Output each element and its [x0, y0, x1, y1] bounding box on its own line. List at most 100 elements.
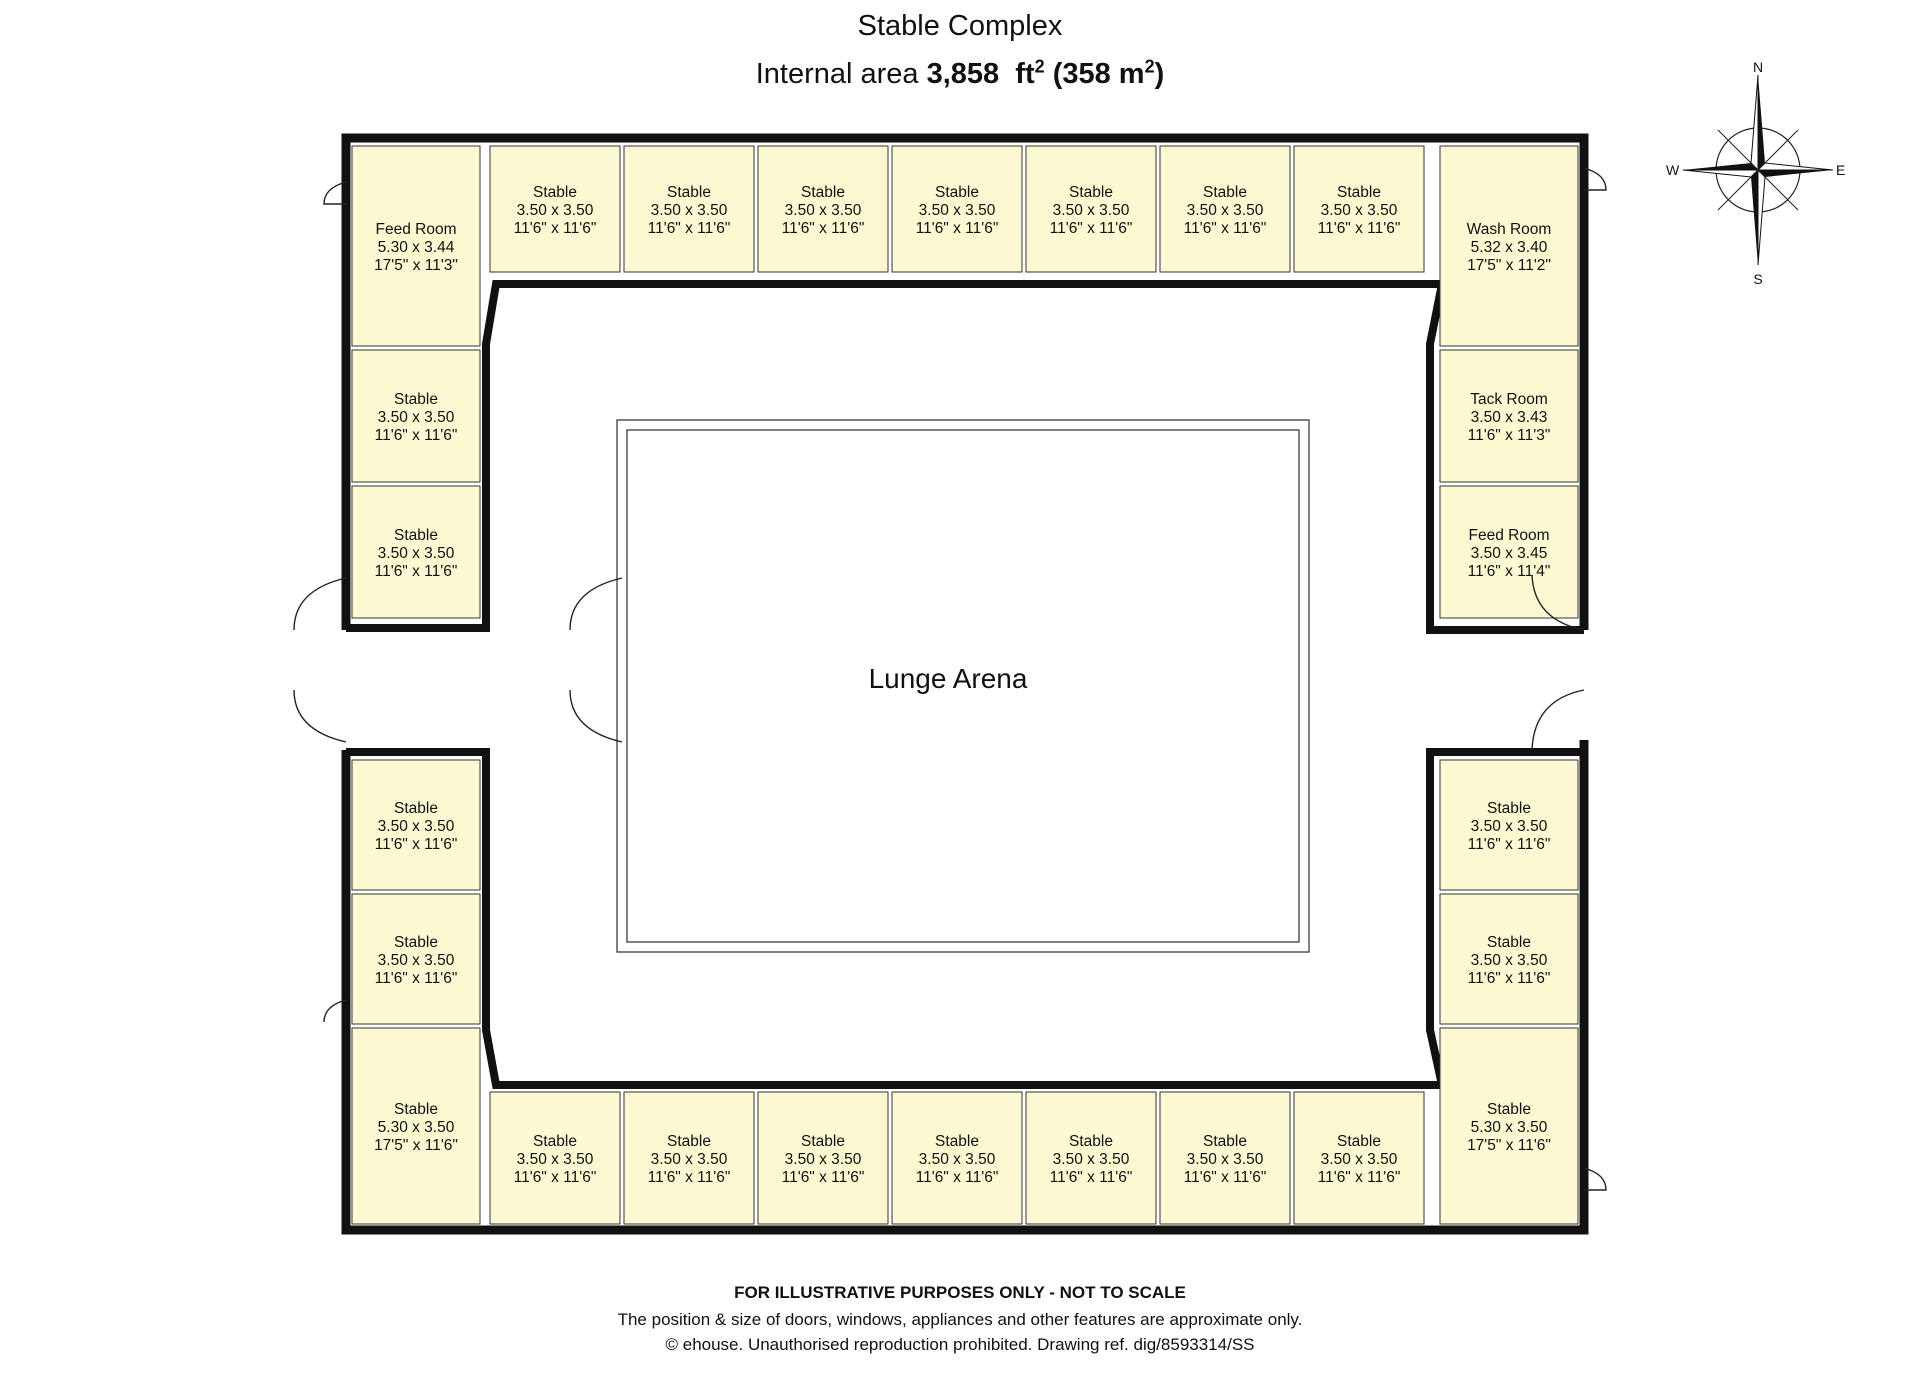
room-imperial: 11'6" x 11'6"	[375, 970, 458, 987]
room-name: Stable	[394, 800, 438, 817]
room-metric: 3.50 x 3.50	[378, 952, 455, 969]
room-metric: 5.30 x 3.50	[378, 1119, 455, 1136]
room-metric: 3.50 x 3.43	[1471, 409, 1548, 426]
room-name: Stable	[935, 1133, 979, 1150]
room-metric: 3.50 x 3.50	[1321, 202, 1398, 219]
room-metric: 3.50 x 3.50	[785, 1151, 862, 1168]
room-name: Stable	[1203, 184, 1247, 201]
room-metric: 3.50 x 3.50	[785, 202, 862, 219]
room-imperial: 11'6" x 11'6"	[648, 1169, 731, 1186]
sup-m: 2	[1144, 56, 1155, 77]
compass-s: S	[1753, 271, 1762, 287]
room-name: Stable	[1337, 184, 1381, 201]
room-area	[351, 1027, 481, 1225]
arena-label: Lunge Arena	[869, 663, 1028, 694]
room-name: Stable	[533, 1133, 577, 1150]
room-metric: 3.50 x 3.50	[378, 818, 455, 835]
room-area	[1439, 759, 1579, 891]
room-name: Wash Room	[1467, 221, 1552, 238]
building-walls	[341, 133, 1589, 1235]
room-imperial: 11'6" x 11'3"	[1468, 427, 1551, 444]
compass-n: N	[1753, 59, 1763, 75]
room-name: Stable	[1337, 1133, 1381, 1150]
room-name: Tack Room	[1470, 391, 1548, 408]
room-imperial: 11'6" x 11'6"	[782, 1169, 865, 1186]
room-area	[1159, 145, 1291, 273]
internal-area: Internal area 3,858 ft2 (358 m2)	[0, 56, 1920, 91]
room-name: Stable	[394, 527, 438, 544]
room-metric: 3.50 x 3.50	[1187, 202, 1264, 219]
room-metric: 3.50 x 3.45	[1471, 545, 1548, 562]
room-metric: 3.50 x 3.50	[919, 202, 996, 219]
room-name: Stable	[1069, 184, 1113, 201]
room-imperial: 11'6" x 11'6"	[1318, 1169, 1401, 1186]
room-area	[1025, 145, 1157, 273]
room-imperial: 11'6" x 11'6"	[1468, 836, 1551, 853]
room-area	[1439, 145, 1579, 347]
room-area	[623, 1091, 755, 1225]
room-metric: 5.30 x 3.50	[1471, 1119, 1548, 1136]
room-area	[1159, 1091, 1291, 1225]
unit-ft: ft	[1015, 58, 1035, 90]
room-metric: 3.50 x 3.50	[1053, 202, 1130, 219]
room-area	[351, 145, 481, 347]
room-metric: 3.50 x 3.50	[378, 409, 455, 426]
room-imperial: 11'6" x 11'6"	[916, 1169, 999, 1186]
room-area	[1025, 1091, 1157, 1225]
room-metric: 5.32 x 3.40	[1471, 239, 1548, 256]
room-imperial: 11'6" x 11'6"	[514, 220, 597, 237]
room-name: Stable	[801, 184, 845, 201]
room-metric: 5.30 x 3.44	[378, 239, 455, 256]
room-area	[757, 1091, 889, 1225]
lunge-arena	[616, 419, 1310, 953]
room-imperial: 11'6" x 11'6"	[1184, 220, 1267, 237]
room-imperial: 11'6" x 11'6"	[648, 220, 731, 237]
sup-ft: 2	[1034, 56, 1045, 77]
room-imperial: 11'6" x 11'6"	[916, 220, 999, 237]
room-name: Stable	[1487, 934, 1531, 951]
compass-w: W	[1666, 162, 1680, 178]
room-metric: 3.50 x 3.50	[517, 202, 594, 219]
room-area	[1293, 145, 1425, 273]
room-name: Feed Room	[376, 221, 457, 238]
room-imperial: 11'6" x 11'4"	[1468, 563, 1551, 580]
room-name: Stable	[1069, 1133, 1113, 1150]
room-metric: 3.50 x 3.50	[651, 202, 728, 219]
disclaimer: FOR ILLUSTRATIVE PURPOSES ONLY - NOT TO …	[734, 1283, 1186, 1302]
room-area	[1439, 1027, 1579, 1225]
compass-rose-icon: N S E W	[1666, 59, 1845, 287]
room-imperial: 11'6" x 11'6"	[375, 563, 458, 580]
room-name: Stable	[1487, 800, 1531, 817]
room-area	[489, 145, 621, 273]
room-area	[757, 145, 889, 273]
area-m-close: )	[1154, 58, 1165, 90]
room-name: Stable	[667, 1133, 711, 1150]
room-imperial: 11'6" x 11'6"	[1050, 220, 1133, 237]
room-metric: 3.50 x 3.50	[1187, 1151, 1264, 1168]
room-name: Stable	[667, 184, 711, 201]
room-name: Stable	[394, 391, 438, 408]
room-imperial: 17'5" x 11'3"	[374, 257, 458, 274]
room-metric: 3.50 x 3.50	[1471, 818, 1548, 835]
room-name: Feed Room	[1469, 527, 1550, 544]
room-metric: 3.50 x 3.50	[517, 1151, 594, 1168]
room-imperial: 17'5" x 11'2"	[1467, 257, 1551, 274]
room-name: Stable	[1203, 1133, 1247, 1150]
